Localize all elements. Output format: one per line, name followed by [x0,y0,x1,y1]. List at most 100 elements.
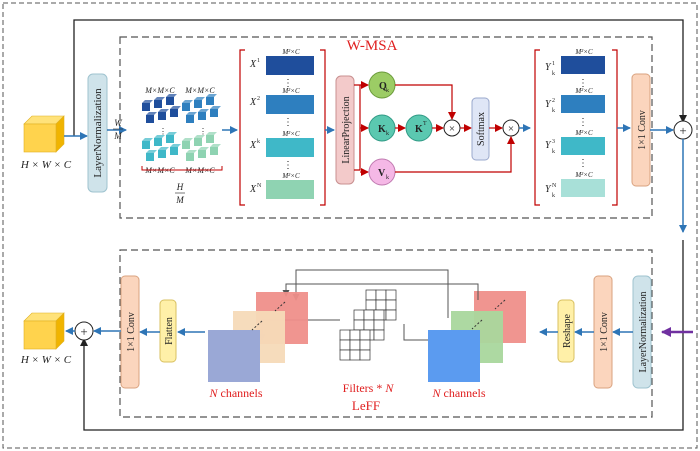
filter-cell [339,349,351,361]
layernorm-bottom-label: LayerNormalization [638,291,649,372]
output-dim-label: H × W × C [20,354,72,366]
filter-cell [353,319,365,331]
input-dim-label: H × W × C [20,159,72,171]
filter-cell [349,349,361,361]
svg-text:M²×C: M²×C [574,129,593,137]
svg-text:M²×C: M²×C [281,48,300,56]
patch-top [158,109,169,112]
patch-cube [158,150,166,158]
patch-dim-top-2: M×M×C [184,86,215,95]
filter-cell [363,319,375,331]
svg-text:M²×C: M²×C [281,130,300,138]
patch-top [166,94,177,97]
patch-top [170,144,181,147]
svg-text:1: 1 [552,61,555,67]
patch-cube [194,138,202,146]
patch-cube [166,97,174,105]
patch-cube [166,135,174,143]
filter-cell [385,309,397,321]
svg-text:X: X [249,184,257,195]
x-token-n: X N M²×C [249,172,314,199]
svg-text:k: k [386,88,389,94]
multiply-sign-2: × [508,123,514,135]
patch-cube [146,153,154,161]
y-token-3: Y 3 k M²×C [545,129,605,155]
multiply-sign-1: × [449,123,455,135]
patch-top [206,132,217,135]
patch-cube [170,147,178,155]
brace-w [141,166,223,171]
x-token-2: X 2 M²×C [249,87,314,114]
patch-cube [170,109,178,117]
filters-stack [339,289,397,361]
flatten-label: Flatten [164,317,175,345]
input-cube [23,115,65,153]
patch-cube [194,100,202,108]
patch-cube [198,112,206,120]
svg-text:Y: Y [545,140,552,151]
residual-line-top [73,19,687,136]
patch-cube [182,103,190,111]
x-bracket-left [239,49,245,206]
frac-w-num: W [114,118,123,128]
filter-cell [339,339,351,351]
plus-sign-top: + [679,123,686,138]
patch-cube [142,103,150,111]
linear-projection [335,75,355,185]
y-bracket-left [534,49,540,206]
patch-top [142,138,153,141]
svg-text:k: k [386,175,389,181]
svg-text:M²×C: M²×C [574,48,593,56]
filter-cell [339,329,351,341]
filter-cell [373,319,385,331]
q-node: Q k [368,71,396,99]
patch-top [210,144,221,147]
linear-projection-label: LinearProjection [341,96,352,163]
filter-cell [373,309,385,321]
patch-top [146,150,157,153]
frac-h-num: H [176,182,184,192]
svg-text:k: k [386,131,389,137]
patch-top [182,138,193,141]
filter-cell [353,309,365,321]
svg-text:T: T [423,121,427,127]
svg-text:M²×C: M²×C [281,172,300,180]
patch-top [182,100,193,103]
svg-text:2: 2 [552,98,555,104]
svg-text:1: 1 [257,58,260,64]
patch-cube [142,141,150,149]
feature-map-right-front [428,330,480,382]
patch-cube [158,112,166,120]
filter-cell [359,329,371,341]
layernorm-top [87,73,108,193]
svg-text:⋮: ⋮ [578,117,588,128]
filter-cell [349,339,361,351]
filter-cell [373,329,385,341]
svg-text:⋮: ⋮ [578,158,588,169]
x-token-k: X k M²×C [249,130,314,157]
patch-top [198,147,209,150]
conv-right-label: 1×1 Conv [599,312,610,352]
patch-cube [210,147,218,155]
x-token-1: X 1 M²×C [249,48,314,75]
patch-ellipsis: ⋮ [159,127,167,136]
svg-text:M²×C: M²×C [281,87,300,95]
y-token-n: Y N k M²×C [545,171,605,199]
patch-cube [206,135,214,143]
patch-cube [146,115,154,123]
flatten-box [159,299,177,363]
y-bracket-right [612,49,618,206]
filter-cell [359,349,371,361]
patch-top [194,97,205,100]
patch-top [186,150,197,153]
filter-cell [363,309,375,321]
reshape-label: Reshape [562,314,573,348]
k-node: K k [368,114,396,142]
y-token-2: Y 2 k M²×C [545,87,605,114]
filter-cell [375,299,387,311]
svg-text:⋮: ⋮ [578,78,588,89]
patch-cube [210,109,218,117]
residual-line-bottom [80,240,684,431]
